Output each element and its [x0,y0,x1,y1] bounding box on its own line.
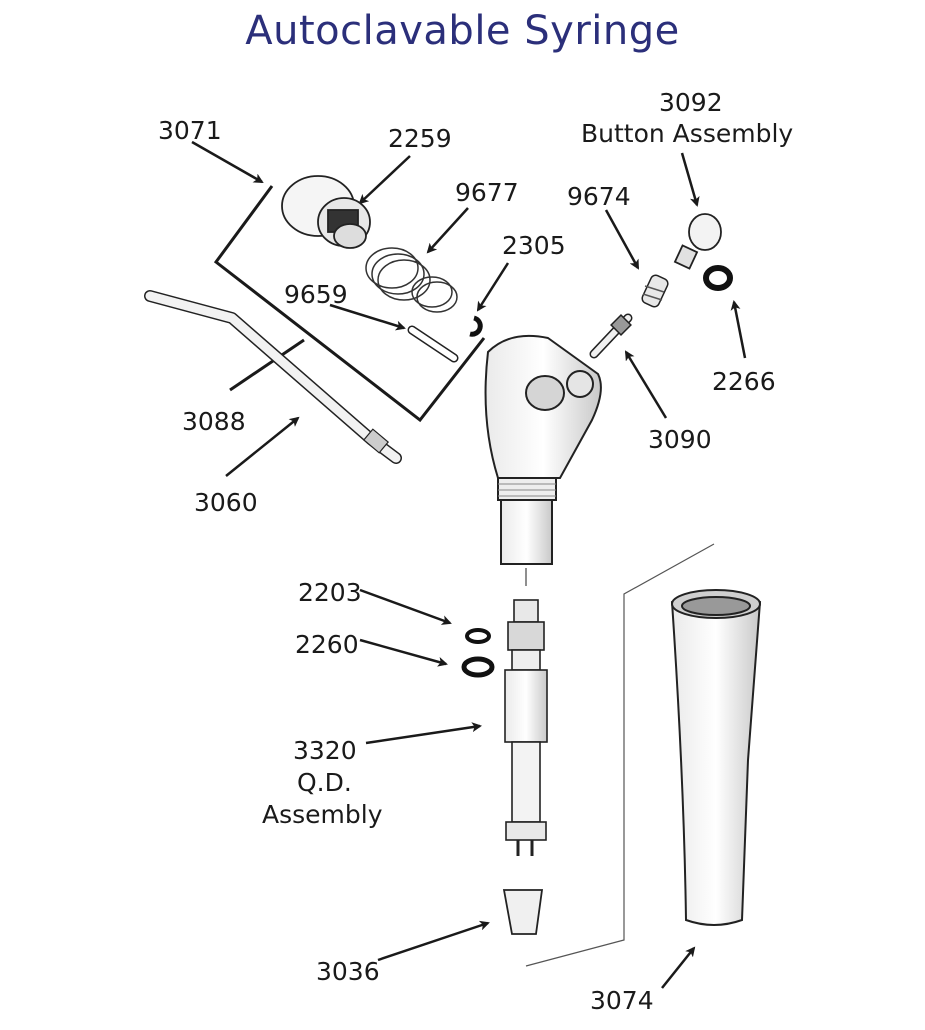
kit-bracket [213,185,486,423]
arrow-9674 [604,209,640,270]
arrow-3320 [365,722,482,745]
label-9677: 9677 [455,178,519,207]
label-3090: 3090 [648,425,712,454]
oring-2266 [703,265,733,291]
label-9674: 9674 [567,182,631,211]
arrow-2203 [359,588,452,625]
label-button-assembly: Button Assembly [581,119,794,148]
diagram-title: Autoclavable Syringe [245,8,680,54]
label-2259: 2259 [388,124,452,153]
syringe-head [484,334,602,565]
label-2203: 2203 [298,578,362,607]
handle-3074 [670,589,762,926]
clip-2305 [469,315,483,337]
tip-3060 [144,290,402,464]
label-3320: 3320 [293,736,357,765]
label-3071: 3071 [158,116,222,145]
arrow-9677 [426,207,469,254]
arrow-3074 [661,946,696,989]
arrow-2259 [358,155,411,205]
label-2266: 2266 [712,367,776,396]
label-assembly: Assembly [262,800,383,829]
arrow-9659 [329,303,406,331]
springs-9677 [365,247,458,313]
qd-assembly-3320 [504,599,548,856]
grommet-3036 [502,889,544,935]
button-3092 [673,213,722,270]
label-3088: 3088 [182,407,246,436]
arrow-3071 [191,140,264,184]
arrow-3060 [225,416,300,477]
cap-2259 [281,175,371,249]
label-qd: Q.D. [297,768,352,797]
oring-2260 [461,656,495,678]
valve-stem-3090 [589,313,633,359]
label-3036: 3036 [316,957,380,986]
oring-2203 [465,628,491,644]
arrow-2260 [359,638,448,667]
alignment-line-handle [525,543,715,967]
arrow-3090 [624,350,668,419]
label-3074: 3074 [590,986,654,1015]
label-3060: 3060 [194,488,258,517]
pin-9659 [407,325,459,363]
arrow-3092 [680,152,700,207]
arrow-2305 [476,262,510,312]
arrow-3036 [377,920,490,962]
label-2260: 2260 [295,630,359,659]
label-9659: 9659 [284,280,348,309]
arrow-2266 [730,300,747,359]
label-3092: 3092 [659,88,723,117]
bracket-leader-3088 [229,338,305,392]
label-2305: 2305 [502,231,566,260]
spring-9674 [641,274,669,308]
